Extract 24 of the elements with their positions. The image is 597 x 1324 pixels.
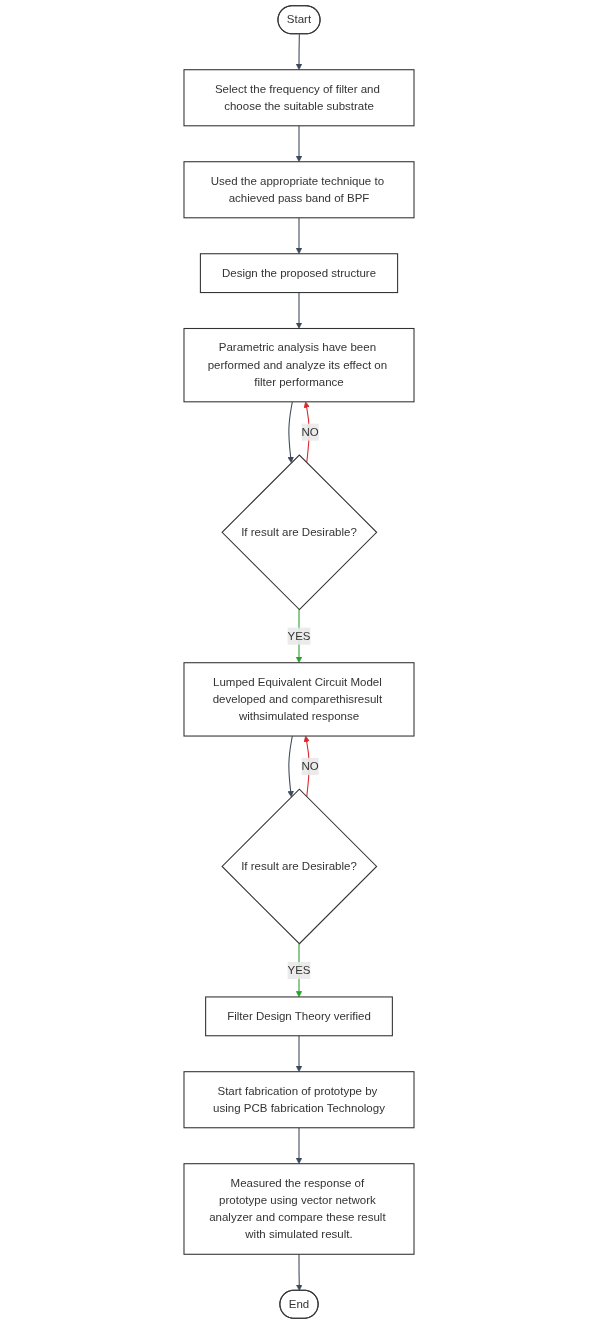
node-box: Parametric analysis have been performed and analyze its effect on filter performance [182, 327, 415, 403]
arrow [295, 292, 302, 329]
arrow [303, 401, 310, 464]
node-box: Measured the response of prototype using vector network analyzer and compare these result with simulated result. [182, 1163, 415, 1255]
arrow [295, 1035, 302, 1072]
node-box: Start fabrication of prototype by using PCB fabrication Technology [182, 1071, 415, 1129]
arrow [287, 735, 294, 798]
edge-label: NO [300, 425, 319, 438]
node-box: Design the proposed structure [199, 253, 398, 294]
edge-label: NO [300, 759, 319, 773]
node-box: Select the frequency of filter and choose the suitable substrate [182, 69, 415, 127]
arrow [295, 33, 302, 70]
arrow [295, 125, 302, 162]
node-box: Filter Design Theory verified [204, 996, 393, 1037]
node-diamond: If result are Desirable? [220, 788, 377, 945]
node-box: Lumped Equivalent Circuit Model developed and comparethisresult withsimulated response [182, 662, 415, 737]
arrow [287, 401, 294, 463]
arrow [295, 1127, 302, 1164]
node-box: Used the appropriate technique to achieved pass band of BPF [182, 161, 415, 219]
arrow [295, 217, 302, 255]
edge-label: YES [286, 963, 311, 977]
edge-label: YES [286, 629, 311, 642]
arrow [295, 1253, 302, 1291]
node-diamond: If result are Desirable? [220, 454, 377, 611]
